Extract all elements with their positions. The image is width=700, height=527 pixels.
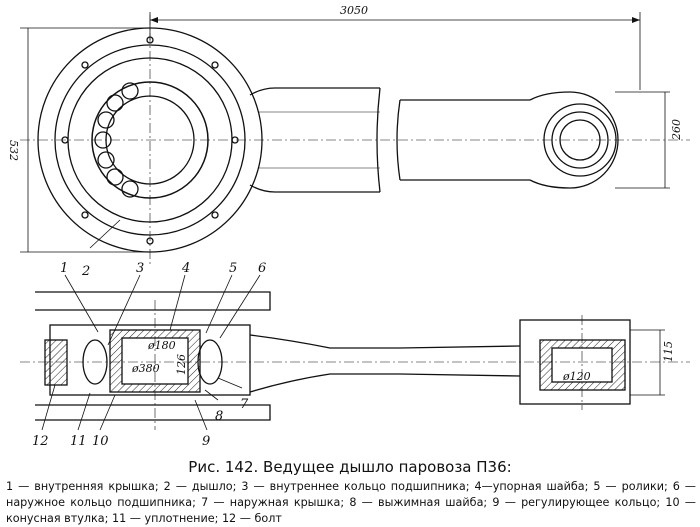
part-label-3: 3 — [136, 261, 144, 276]
part-leaders — [41, 274, 261, 431]
figure-caption-title: Рис. 142. Ведущее дышло паровоза П36: — [188, 458, 512, 476]
part-label-8: 8 — [215, 409, 223, 424]
dim-width-126: 126 — [175, 354, 188, 375]
part-label-11: 11 — [70, 434, 87, 449]
part-label-4: 4 — [181, 261, 190, 276]
connecting-rod-drawing: 3050 532 260 — [7, 4, 690, 449]
part-label-7: 7 — [240, 397, 249, 412]
section-view — [20, 274, 690, 431]
part-label-2: 2 — [81, 264, 90, 279]
figure-legend: 1 — внутренняя крышка; 2 — дышло; 3 — вн… — [6, 480, 696, 525]
dim-width-115: 115 — [662, 341, 675, 362]
part-label-12: 12 — [32, 434, 49, 449]
part-label-9: 9 — [202, 434, 210, 449]
dim-head-height: 532 — [7, 140, 20, 161]
dim-overall-length: 3050 — [340, 4, 368, 17]
part-label-10: 10 — [92, 434, 109, 449]
part-label-1: 1 — [60, 261, 68, 276]
part-label-6: 6 — [258, 261, 266, 276]
top-view — [20, 12, 690, 265]
dim-bore-large: ø380 — [131, 362, 160, 375]
dim-bore-inner: ø180 — [147, 339, 176, 352]
part-label-5: 5 — [229, 261, 237, 276]
dim-bore-small: ø120 — [562, 370, 591, 383]
dim-small-eye-height: 260 — [670, 119, 683, 141]
